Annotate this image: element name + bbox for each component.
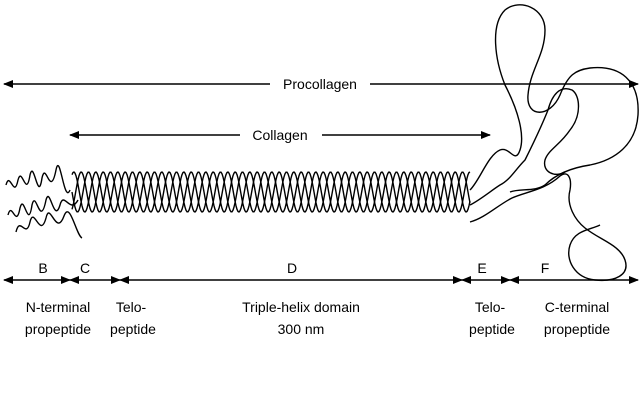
segment-d-letter: D: [287, 260, 297, 276]
segment-f-letter: F: [541, 260, 550, 276]
segment-f-caption-line2: propeptide: [544, 321, 610, 337]
c-terminal-telopeptide-strand: [469, 4, 639, 193]
collagen-arrow: Collagen: [69, 127, 491, 143]
segment-b-letter: B: [38, 260, 47, 276]
helix-strand: [71, 171, 471, 213]
segment-b-caption-line1: N-terminal: [26, 299, 91, 315]
segment-letters: B C D E F: [38, 260, 549, 276]
procollagen-arrow: Procollagen: [3, 76, 639, 92]
procollagen-label: Procollagen: [283, 76, 357, 92]
segment-e-caption-line1: Telo-: [475, 299, 506, 315]
n-terminal-propeptide-squiggle: [5, 165, 71, 194]
segment-captions: N-terminal propeptide Telo- peptide Trip…: [25, 299, 610, 337]
triple-helix-illustration: [5, 4, 639, 282]
segment-c-letter: C: [80, 260, 90, 276]
segment-b-caption-line2: propeptide: [25, 321, 91, 337]
segment-d-caption-line2: 300 nm: [278, 321, 325, 337]
triple-helix-strands: [71, 171, 471, 213]
segment-c-caption-line2: peptide: [110, 321, 156, 337]
c-terminal-propeptide-loop: [469, 173, 627, 282]
segment-c-caption-line1: Telo-: [116, 299, 147, 315]
segment-f-caption-line1: C-terminal: [545, 299, 610, 315]
segment-d-caption-line1: Triple-helix domain: [242, 299, 360, 315]
segment-e-caption-line2: peptide: [469, 321, 515, 337]
helix-strand: [71, 171, 471, 213]
segment-e-letter: E: [477, 260, 486, 276]
collagen-label: Collagen: [252, 127, 307, 143]
